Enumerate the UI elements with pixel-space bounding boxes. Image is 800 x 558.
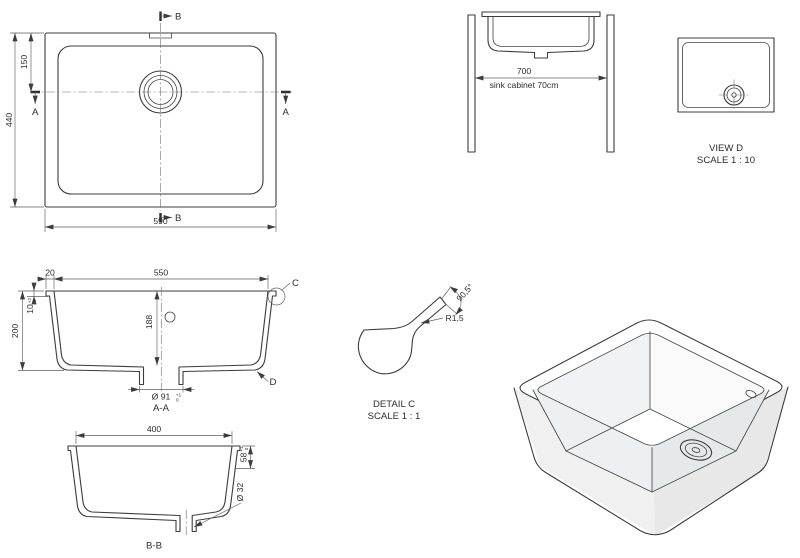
dim-200: 200 bbox=[10, 324, 20, 339]
detail-c-material bbox=[357, 296, 447, 375]
dim-150: 150 bbox=[19, 55, 29, 70]
sink-bowl-front-outer bbox=[487, 15, 595, 59]
section-a-label-left: A bbox=[32, 107, 39, 118]
iso-face-right bbox=[653, 387, 788, 536]
front-cabinet-view: 700 sink cabinet 70cm bbox=[467, 11, 615, 153]
iso-drain bbox=[679, 439, 713, 461]
detail-c-view: 90,5° R1,5 DETAIL C SCALE 1 : 1 bbox=[357, 282, 475, 422]
extension-lines bbox=[10, 32, 277, 232]
section-bb: 400 58 +1 0 Ø 32 B-B bbox=[67, 424, 255, 552]
dim-10-tol-upper: +2 bbox=[27, 297, 32, 303]
dim-700: 700 bbox=[517, 66, 532, 76]
viewd-scale: SCALE 1 : 10 bbox=[697, 155, 755, 166]
detail-c-leader bbox=[281, 282, 291, 291]
viewd-inner-rect bbox=[682, 42, 770, 108]
sink-bowl-front-inner bbox=[492, 16, 590, 47]
iso-overflow-hole bbox=[745, 389, 757, 399]
isometric-view bbox=[513, 319, 789, 536]
viewd-title: VIEW D bbox=[709, 143, 743, 154]
dim-58: 58 bbox=[239, 453, 249, 463]
cabinet-panel-left bbox=[467, 14, 476, 153]
view-d-arrow bbox=[256, 371, 269, 382]
iso-face-left bbox=[514, 388, 655, 536]
overflow-notch bbox=[149, 33, 172, 39]
aa-title: A-A bbox=[153, 403, 170, 414]
sink-rim-front bbox=[481, 11, 601, 18]
top-view: B B A A 440 150 590 bbox=[4, 11, 292, 232]
dim-10-tol-lower: 0 bbox=[32, 299, 37, 302]
iso-bowl-corner-edges bbox=[532, 331, 770, 493]
centerlines bbox=[30, 23, 292, 211]
viewd-outer-rect bbox=[677, 37, 775, 113]
bb-title: B-B bbox=[146, 541, 162, 552]
detail-c-angle-legs bbox=[441, 287, 457, 314]
iso-bowl-wall-front-left bbox=[533, 390, 652, 492]
aa-profile bbox=[45, 290, 277, 386]
dim-91-tol-lower: 0 bbox=[176, 398, 179, 403]
cabinet-panel-right bbox=[606, 14, 615, 153]
bb-extension-lines bbox=[75, 431, 255, 469]
iso-outer-silhouette bbox=[513, 386, 789, 536]
dim-91: Ø 91 bbox=[152, 392, 171, 402]
dim-400: 400 bbox=[147, 424, 162, 434]
cabinet-note: sink cabinet 70cm bbox=[490, 80, 559, 90]
detail-c-radius-leader bbox=[420, 317, 444, 324]
bb-profile bbox=[67, 445, 241, 533]
view-d-marker: D bbox=[270, 377, 277, 388]
detail-c-circle bbox=[267, 287, 286, 306]
dim-32: Ø 32 bbox=[235, 482, 245, 501]
section-a-label-right: A bbox=[282, 107, 289, 118]
aa-drain-mark bbox=[164, 311, 176, 323]
dim-590: 590 bbox=[153, 216, 168, 226]
dim-radius: R1,5 bbox=[446, 313, 464, 323]
dim-10: 10 bbox=[25, 304, 35, 314]
section-b-label-bottom: B bbox=[175, 213, 181, 224]
detail-c-title: DETAIL C bbox=[373, 399, 415, 410]
dim-58-tol-upper: +1 bbox=[239, 446, 244, 452]
dim-91-tol-upper: +1 bbox=[176, 393, 182, 398]
detail-c-marker: C bbox=[292, 278, 299, 289]
iso-bowl-wall-front-right bbox=[652, 390, 769, 492]
dim-440: 440 bbox=[4, 113, 14, 128]
dim-188: 188 bbox=[144, 315, 154, 330]
dim-angle: 90,5° bbox=[454, 282, 475, 304]
dim-20: 20 bbox=[45, 268, 55, 278]
dim-32-leader bbox=[193, 502, 242, 528]
view-d: VIEW D SCALE 1 : 10 bbox=[677, 37, 775, 166]
detail-c-scale: SCALE 1 : 1 bbox=[368, 411, 421, 422]
section-b-label-top: B bbox=[175, 12, 181, 23]
viewd-centerlines bbox=[719, 79, 750, 111]
dim-550: 550 bbox=[154, 268, 169, 278]
dim-58-tol-lower: 0 bbox=[244, 447, 249, 450]
detail-c-angle-arc bbox=[449, 286, 463, 316]
section-aa: 20 550 200 10 +2 0 188 Ø 91 +1 0 C D A-A bbox=[10, 268, 299, 415]
iso-bowl-opening bbox=[537, 332, 765, 446]
